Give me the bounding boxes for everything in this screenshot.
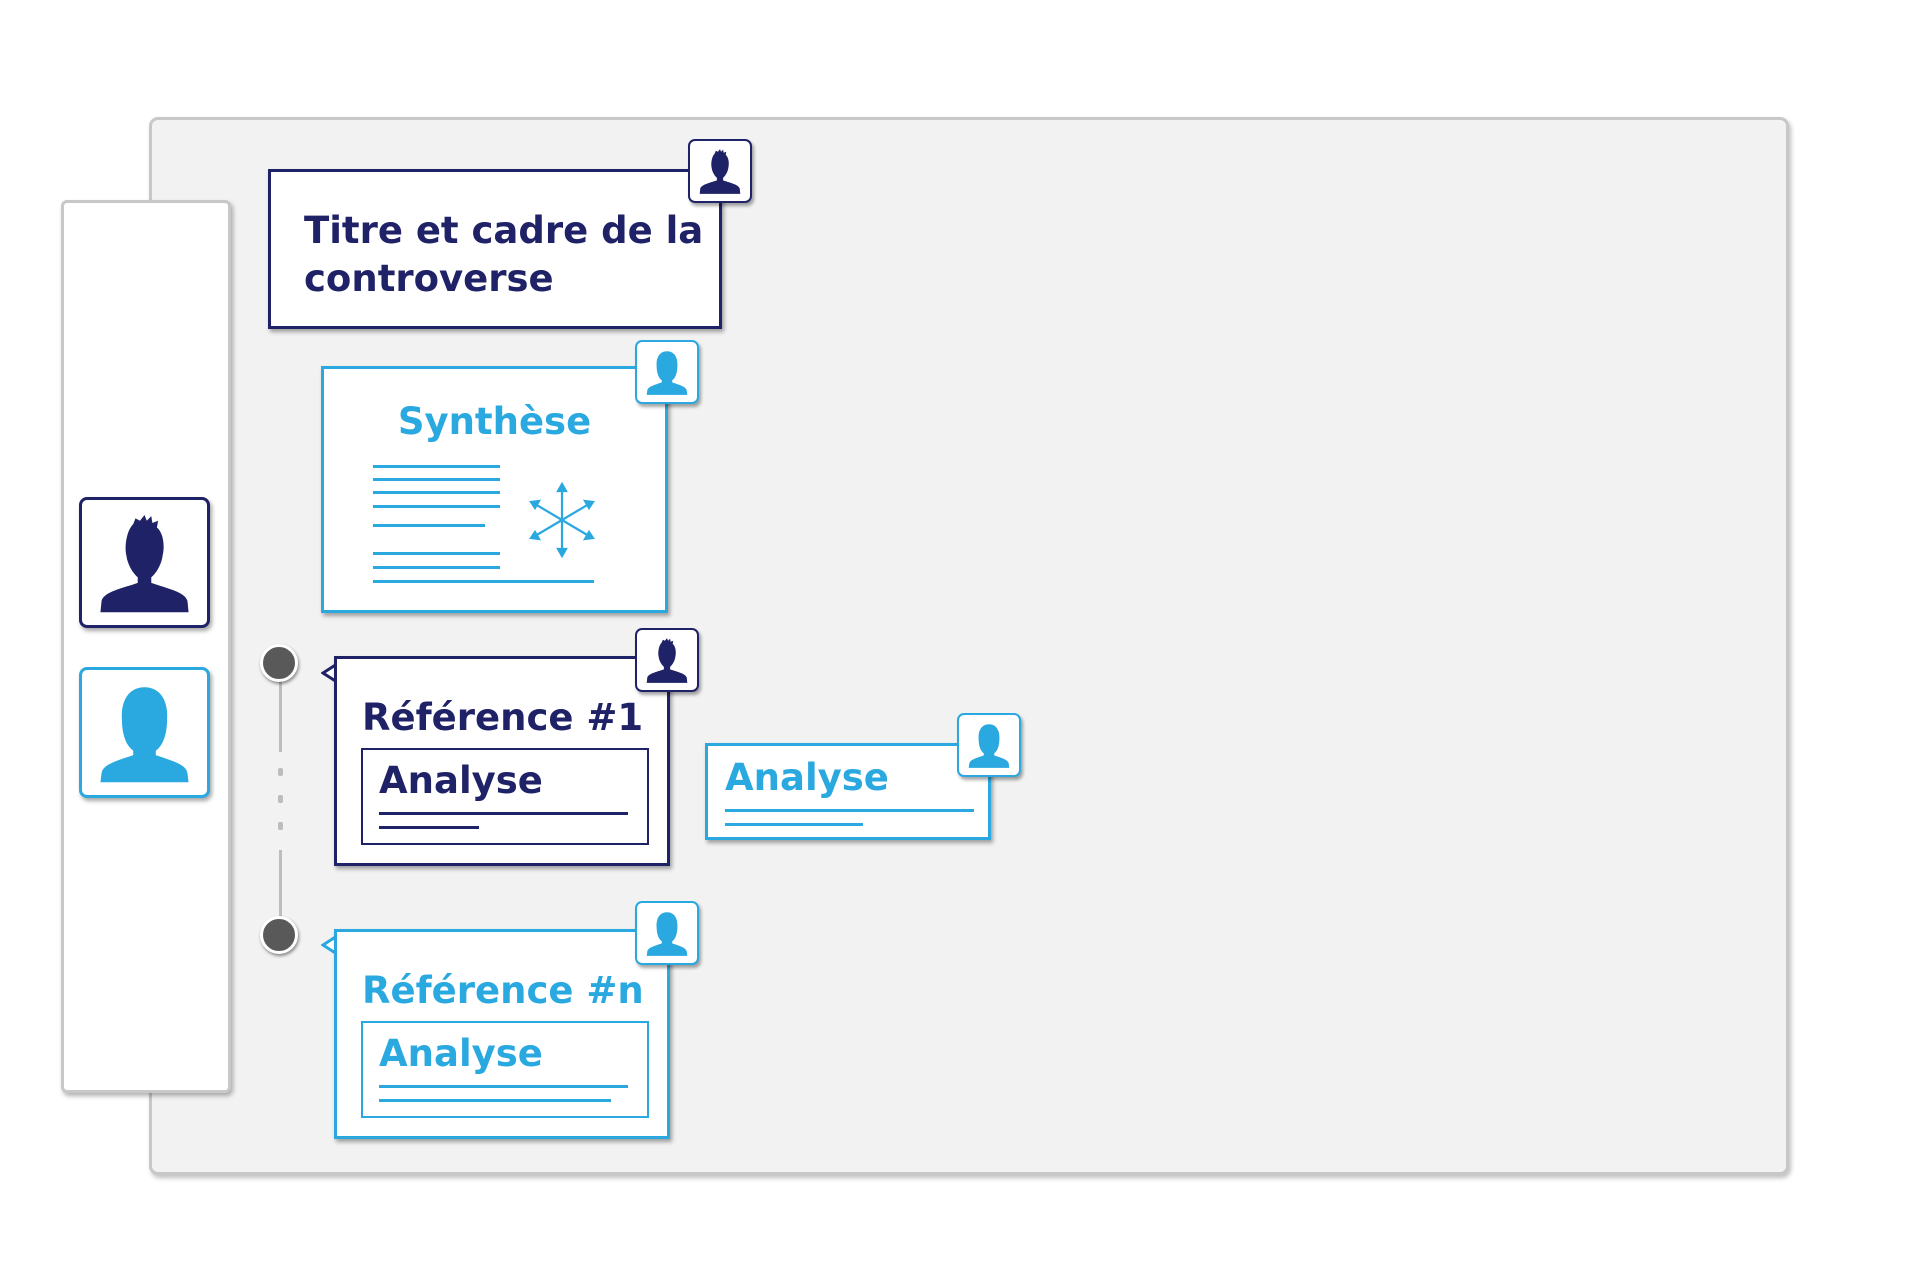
male-user-icon [100, 515, 189, 613]
timeline-node-reference-1[interactable] [260, 644, 298, 682]
synthese-card[interactable]: Synthèse [321, 366, 668, 613]
controversy-title-card[interactable]: Titre et cadre de la controverse [268, 169, 722, 329]
text-line [379, 1099, 611, 1102]
text-line [373, 465, 500, 468]
timeline-node-reference-n[interactable] [260, 916, 298, 954]
female-user-icon [646, 351, 688, 395]
reference-n-card[interactable]: Référence #n Analyse [334, 929, 670, 1139]
external-analysis-card[interactable]: Analyse [705, 743, 991, 840]
text-line [725, 809, 974, 812]
synthese-author-badge[interactable] [635, 340, 699, 404]
text-line [373, 478, 500, 481]
reference-n-title: Référence #n [362, 969, 644, 1012]
reference-n-author-badge[interactable] [635, 901, 699, 965]
reference-n-analysis-box[interactable]: Analyse [361, 1021, 649, 1118]
reference-1-author-badge[interactable] [635, 628, 699, 692]
timeline-line-top [279, 680, 282, 752]
text-line [373, 580, 594, 583]
text-line [725, 823, 863, 826]
external-analysis-author-badge[interactable] [957, 713, 1021, 777]
title-author-badge[interactable] [688, 139, 752, 203]
text-line [379, 812, 628, 815]
reference-1-card[interactable]: Référence #1 Analyse [334, 656, 670, 866]
text-line [373, 566, 500, 569]
reference-1-title: Référence #1 [362, 696, 644, 739]
participant-avatar-light[interactable] [79, 667, 210, 798]
timeline-ellipsis-dot [278, 768, 283, 776]
participants-sidebar [61, 200, 231, 1093]
arrows-out-icon [529, 482, 595, 558]
synthese-title: Synthèse [397, 400, 592, 443]
male-user-icon [699, 149, 741, 194]
timeline-ellipsis-dot [278, 795, 283, 803]
reference-1-analysis-box[interactable]: Analyse [361, 748, 649, 845]
analysis-label: Analyse [379, 759, 543, 802]
analysis-label: Analyse [379, 1032, 543, 1075]
female-user-icon [968, 724, 1010, 768]
controversy-title-line2: controverse [304, 257, 554, 300]
text-line [373, 505, 500, 508]
text-line [379, 1085, 628, 1088]
text-line [379, 826, 479, 829]
timeline-ellipsis-dot [278, 822, 283, 830]
external-analysis-label: Analyse [725, 756, 889, 799]
male-user-icon [646, 638, 688, 683]
timeline-line-bottom [279, 850, 282, 928]
text-line [373, 524, 485, 527]
female-user-icon [646, 912, 688, 956]
participant-avatar-dark[interactable] [79, 497, 210, 628]
controversy-title-line1: Titre et cadre de la [304, 209, 704, 252]
text-line [373, 552, 500, 555]
female-user-icon [100, 687, 189, 783]
text-line [373, 491, 500, 494]
